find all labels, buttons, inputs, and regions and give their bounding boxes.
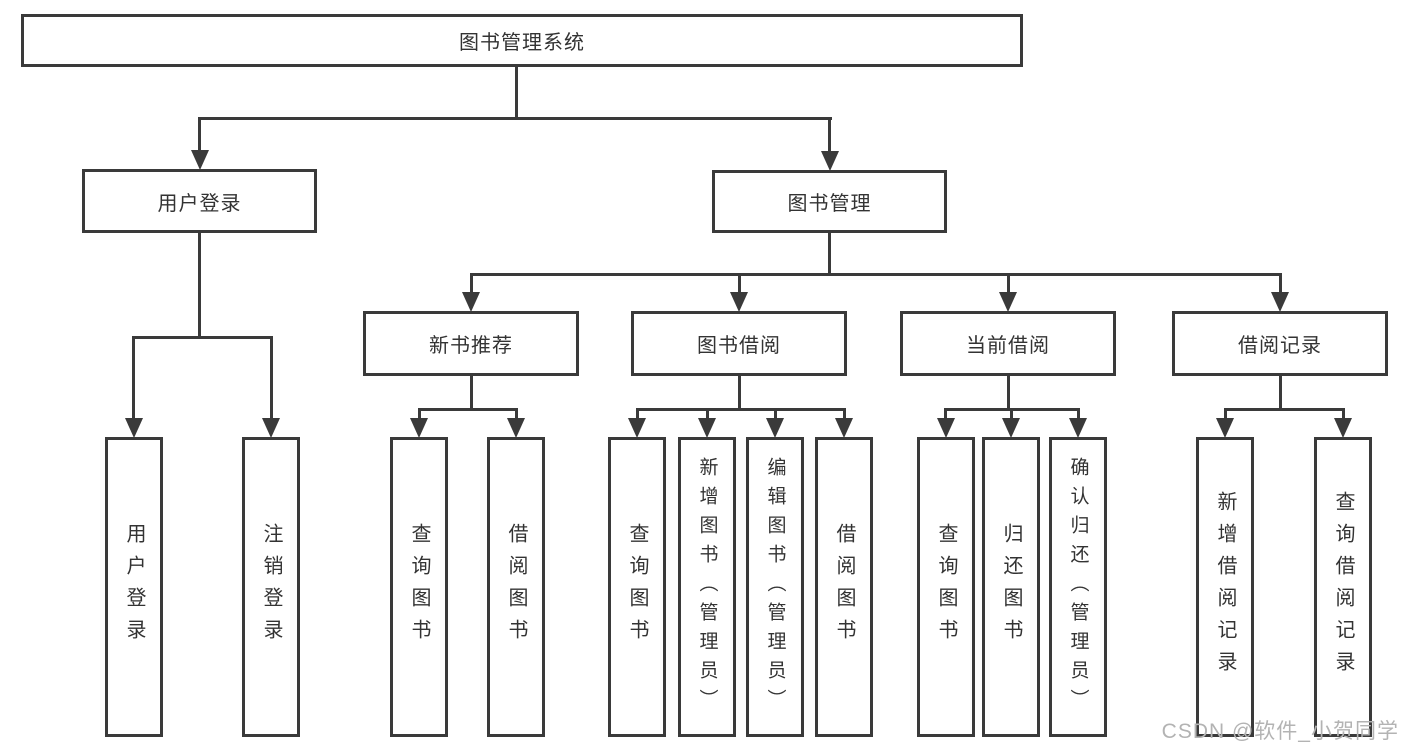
arrowhead [1334,418,1352,438]
connector-line [1224,408,1345,411]
node-book-borrow: 图书借阅 [631,311,847,376]
csdn-watermark: CSDN @软件_小贺同学 [1161,720,1399,743]
connector-line [198,117,201,151]
node-user-login: 用户登录 [82,169,317,233]
leaf-label: 新增借阅记录 [1214,491,1236,683]
connector-line [270,336,273,419]
node-label: 图书借阅 [697,335,781,357]
connector-line [738,374,741,410]
arrowhead [507,418,525,438]
leaf-nb-query-books: 查询图书 [390,437,448,737]
leaf-label: 查询图书 [935,523,957,651]
node-root: 图书管理系统 [21,14,1023,67]
connector-line [198,117,832,120]
leaf-label: 编辑图书（管理员） [764,456,786,718]
arrowhead [766,418,784,438]
leaf-label: 查询借阅记录 [1332,491,1354,683]
arrowhead [999,292,1017,312]
connector-line [418,408,518,411]
node-label: 图书管理 [787,193,872,215]
node-borrow-records: 借阅记录 [1172,311,1388,376]
arrowhead [821,151,839,171]
arrowhead [628,418,646,438]
leaf-label: 确认归还（管理员） [1067,456,1089,718]
connector-line [774,408,777,420]
leaf-cb-confirm-return-admin: 确认归还（管理员） [1049,437,1107,737]
connector-line [1010,408,1013,420]
leaf-bb-edit-books-admin: 编辑图书（管理员） [746,437,804,737]
leaf-cb-return-books: 归还图书 [982,437,1040,737]
connector-line [198,231,201,338]
connector-line [470,273,473,293]
arrowhead [698,418,716,438]
connector-line [828,117,831,152]
leaf-bb-add-books-admin: 新增图书（管理员） [678,437,736,737]
leaf-label: 借阅图书 [505,523,527,651]
connector-line [1279,273,1282,293]
arrowhead [1069,418,1087,438]
node-current-borrow: 当前借阅 [900,311,1116,376]
connector-line [706,408,709,420]
connector-line [828,231,831,275]
node-root-label: 图书管理系统 [459,32,585,54]
node-label: 用户登录 [157,192,242,215]
arrowhead [191,150,209,170]
connector-line [470,273,1282,276]
connector-line [1007,374,1010,410]
leaf-label: 注销登录 [260,523,282,651]
arrowhead [937,418,955,438]
connector-line [1007,273,1010,293]
leaf-bb-borrow-books: 借阅图书 [815,437,873,737]
connector-line [1077,408,1080,420]
leaf-label: 借阅图书 [833,523,855,651]
arrowhead [125,418,143,438]
arrowhead [1216,418,1234,438]
arrowhead [835,418,853,438]
node-book-management: 图书管理 [712,170,947,233]
leaf-nb-borrow-books: 借阅图书 [487,437,545,737]
connector-line [470,374,473,410]
connector-line [132,336,273,339]
leaf-label: 新增图书（管理员） [696,456,718,718]
arrowhead [410,418,428,438]
connector-line [738,273,741,293]
connector-line [1279,374,1282,410]
connector-line [132,336,135,419]
leaf-cb-query-books: 查询图书 [917,437,975,737]
leaf-logout-login: 注销登录 [242,437,300,737]
arrowhead [262,418,280,438]
connector-line [515,65,518,120]
leaf-br-query-record: 查询借阅记录 [1314,437,1372,737]
arrowhead [1002,418,1020,438]
arrowhead [730,292,748,312]
leaf-user-login: 用户登录 [105,437,163,737]
arrowhead [462,292,480,312]
arrowhead [1271,292,1289,312]
connector-line [418,408,421,420]
node-label: 新书推荐 [429,335,513,357]
connector-line [1342,408,1345,420]
node-label: 当前借阅 [966,335,1050,357]
connector-line [944,408,947,420]
node-label: 借阅记录 [1238,335,1322,357]
node-new-book-recommend: 新书推荐 [363,311,579,376]
leaf-label: 查询图书 [626,523,648,651]
connector-line [636,408,846,411]
leaf-label: 用户登录 [123,523,145,651]
connector-line [1224,408,1227,420]
leaf-bb-query-books: 查询图书 [608,437,666,737]
leaf-label: 归还图书 [1000,523,1022,651]
connector-line [843,408,846,420]
leaf-br-add-record: 新增借阅记录 [1196,437,1254,737]
connector-line [636,408,639,420]
connector-line [515,408,518,420]
leaf-label: 查询图书 [408,523,430,651]
